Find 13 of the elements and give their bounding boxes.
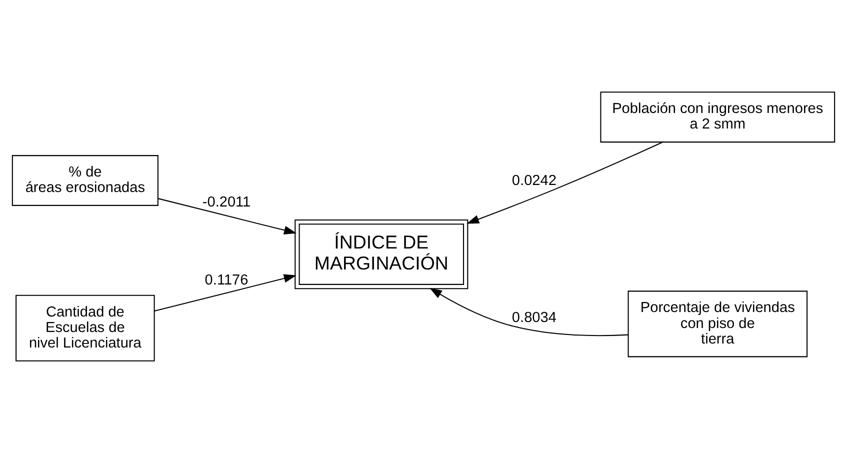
edge-label: 0.1176 bbox=[204, 272, 248, 288]
arrow bbox=[158, 198, 297, 234]
edge-label: 0.0242 bbox=[512, 172, 556, 188]
node-box: Cantidad de Escuelas de nivel Licenciatura bbox=[16, 294, 155, 361]
edge-label: -0.2011 bbox=[202, 194, 251, 210]
arrow bbox=[466, 141, 663, 224]
node-box: ÍNDICE DE MARGINACIÓN bbox=[294, 218, 468, 289]
node-box: Porcentaje de viviendas con piso de tierra bbox=[628, 290, 808, 357]
arrow bbox=[154, 274, 296, 311]
node-box: Población con ingresos menores a 2 smm bbox=[600, 91, 836, 142]
node-box: % de áreas erosionadas bbox=[12, 154, 158, 206]
arrow bbox=[430, 287, 628, 336]
edge-label: 0.8034 bbox=[512, 310, 556, 326]
